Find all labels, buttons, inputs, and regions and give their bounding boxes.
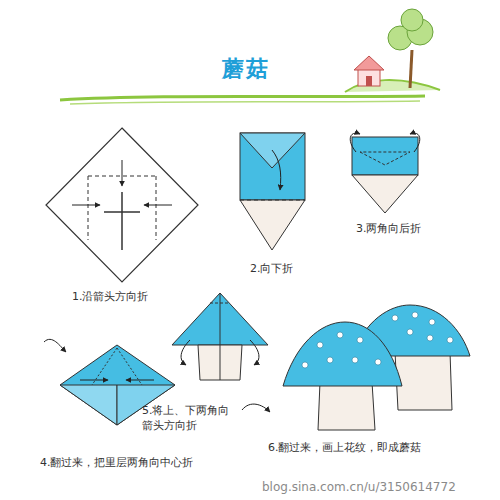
step-caption: 4.翻过来，把里层两角向中心折 bbox=[40, 456, 194, 471]
watermark: blog.sina.com.cn/u/3150614772 bbox=[262, 479, 456, 495]
step-caption: 2.向下折 bbox=[250, 262, 294, 277]
page-title: 蘑菇 bbox=[222, 54, 270, 84]
step-caption: 5.将上、下两角向箭头方向折 bbox=[142, 404, 238, 434]
step-caption: 6.翻过来，画上花纹，即成蘑菇 bbox=[268, 441, 422, 456]
step-caption: 1.沿箭头方向折 bbox=[72, 290, 149, 305]
step-caption: 3.两角向后折 bbox=[356, 222, 422, 237]
